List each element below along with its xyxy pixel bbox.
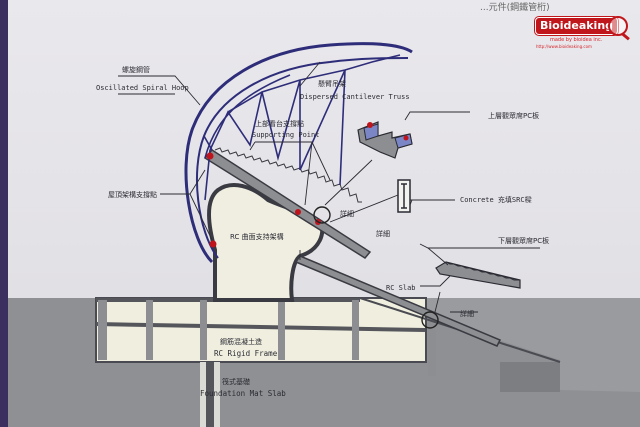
label-truss-cn: 懸臂吊架 xyxy=(318,79,346,88)
detail-circle-1 xyxy=(313,206,331,224)
label-foundation-en: Foundation Mat Slab xyxy=(200,389,286,398)
retaining-wall xyxy=(500,362,560,392)
magnifier-icon xyxy=(608,16,628,36)
label-hoop-cn: 螺旋鋼管 xyxy=(122,65,150,74)
detail-upper-seat-panel xyxy=(357,121,413,159)
label-detail-1: 詳細 xyxy=(340,209,354,218)
foundation-column xyxy=(206,362,214,427)
logo-text: Bioideaking xyxy=(536,18,618,34)
detail-circle-2 xyxy=(421,311,439,329)
detail-src-beam xyxy=(397,179,411,213)
label-frame-en: RC Rigid Frame xyxy=(214,349,278,358)
cantilever-truss xyxy=(203,54,401,201)
label-rc-slab: RC Slab xyxy=(386,284,416,292)
label-lower-seat: 下層觀眾席PC板 xyxy=(498,236,549,245)
spiral-hoop-inner xyxy=(195,57,409,259)
ground-ramp xyxy=(360,298,640,392)
label-foundation-cn: 筏式基礎 xyxy=(222,377,250,386)
label-rc-curve: RC 曲面支持架構 xyxy=(230,232,284,241)
detail-lower-seat-panel xyxy=(435,261,521,289)
logo-subtitle: made by bioidea inc. xyxy=(550,37,603,43)
magnifier-handle xyxy=(621,32,630,41)
label-concrete: Concrete 充填SRC樑 xyxy=(460,195,532,204)
label-support-en: Supporting Point xyxy=(252,131,319,139)
label-roof-support: 屋頂架構支撐點 xyxy=(108,190,157,199)
logo-url: http://www.bioideaking.com xyxy=(536,44,592,49)
upper-stand-steps xyxy=(214,147,362,203)
label-support-cn: 上部看台支撐點 xyxy=(255,119,304,128)
label-detail-3: 詳細 xyxy=(460,309,474,318)
spiral-hoop-outer xyxy=(184,42,413,264)
label-frame-cn: 鋼筋混凝土造 xyxy=(220,337,262,346)
label-detail-2: 詳細 xyxy=(376,229,390,238)
label-truss-en: Dispersed Cantilever Truss xyxy=(300,93,410,101)
columns xyxy=(98,300,436,376)
label-upper-seat: 上層觀眾席PC板 xyxy=(488,111,539,120)
label-hoop-en: Oscillated Spiral Hoop xyxy=(96,84,189,92)
header-fragment: ...元件(鋼鐵管桁) xyxy=(480,3,550,13)
leader-lines xyxy=(118,61,540,313)
bioideaking-logo: Bioideaking made by bioidea inc. http://… xyxy=(536,16,630,49)
